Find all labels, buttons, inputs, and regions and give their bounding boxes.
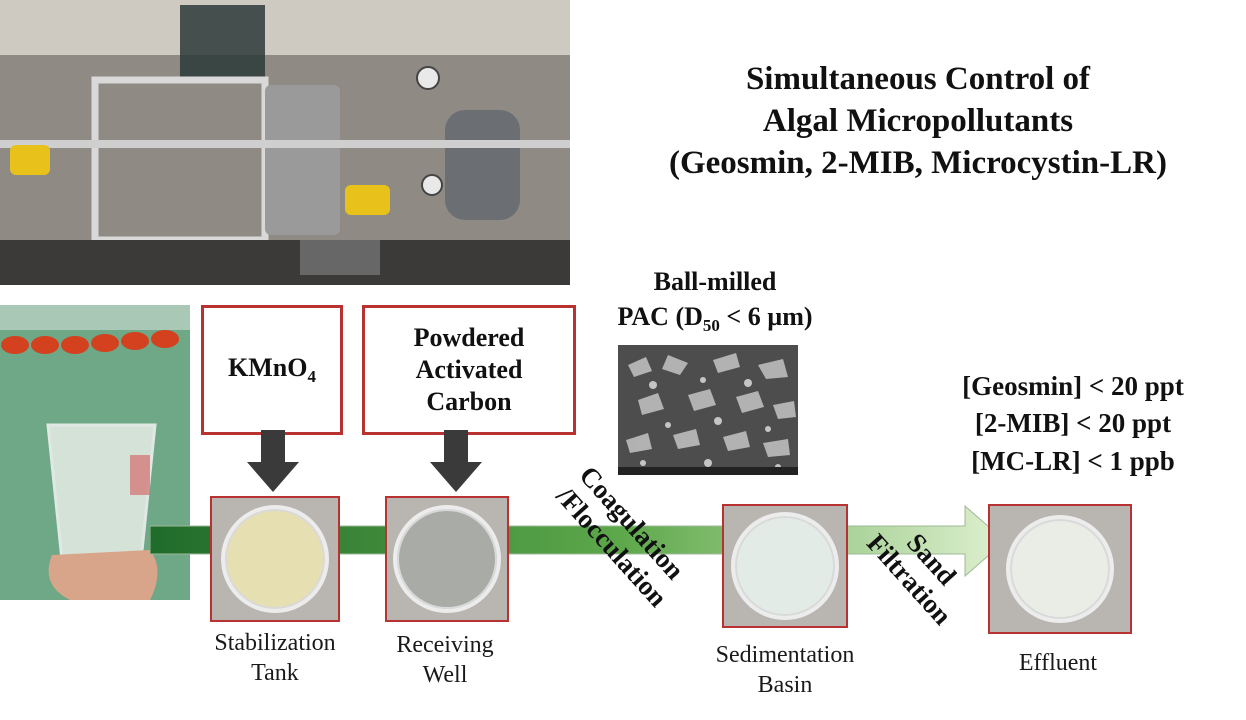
sample-cup: [221, 505, 329, 613]
raw-water-photo: [0, 305, 190, 600]
sample-cup: [1006, 515, 1114, 623]
stage-label-stabilization: Stabilization Tank: [195, 628, 355, 688]
effluent-sample: [988, 504, 1132, 634]
sem-image: [618, 345, 798, 475]
stage-label-line-1: Sedimentation: [715, 642, 855, 668]
sedimentation-basin-sample: [722, 504, 848, 628]
target-geosmin: [Geosmin] < 20 ppt: [962, 371, 1184, 401]
raw-water-illustration: [0, 305, 190, 600]
kmno4-box: KMnO4: [201, 305, 343, 435]
pac-label: Powdered Activated Carbon: [414, 322, 525, 417]
title-block: Simultaneous Control of Algal Micropollu…: [590, 58, 1246, 185]
pac-spec: Ball-milled PAC (D50 < 6 µm): [600, 264, 830, 338]
sem-illustration: [618, 345, 798, 475]
title-line-3: (Geosmin, 2-MIB, Microcystin-LR): [669, 145, 1167, 182]
title-line-1: Simultaneous Control of: [745, 61, 1091, 97]
pac-label-line-3: Carbon: [426, 386, 512, 416]
pac-box: Powdered Activated Carbon: [362, 305, 576, 435]
stage-label-line-1: Effluent: [1018, 650, 1098, 676]
sample-cup: [731, 512, 839, 620]
target-mclr: [MC-LR] < 1 ppb: [971, 445, 1175, 476]
stage-label-receiving: Receiving Well: [370, 630, 520, 690]
kmno4-label: KMnO4: [228, 352, 316, 387]
dosing-arrow-kmno4: [247, 430, 299, 492]
pac-spec-line-2: PAC (D50 < 6 µm): [617, 302, 813, 336]
target-limits: [Geosmin] < 20 ppt [2-MIB] < 20 ppt [MC-…: [900, 368, 1246, 480]
stage-label-line-2: Tank: [251, 660, 299, 686]
target-2mib: [2-MIB] < 20 ppt: [974, 408, 1172, 439]
stage-label-effluent: Effluent: [985, 648, 1131, 678]
sample-cup: [393, 505, 501, 613]
pac-spec-line-1: Ball-milled: [653, 267, 777, 296]
stage-label-sedimentation: Sedimentation Basin: [690, 640, 880, 700]
pilot-plant-illustration: [0, 0, 570, 285]
receiving-well-sample: [385, 496, 509, 622]
stage-label-line-1: Stabilization: [214, 630, 336, 656]
title-line-2: Algal Micropollutants: [762, 103, 1074, 140]
stage-label-line-1: Receiving: [396, 632, 494, 658]
stage-label-line-2: Basin: [757, 672, 813, 698]
stage-label-line-2: Well: [422, 662, 468, 688]
stabilization-tank-sample: [210, 496, 340, 622]
pilot-plant-photo: [0, 0, 570, 285]
pac-label-line-2: Activated: [415, 355, 523, 385]
dosing-arrow-pac: [430, 430, 482, 492]
pac-label-line-1: Powdered: [413, 323, 525, 353]
